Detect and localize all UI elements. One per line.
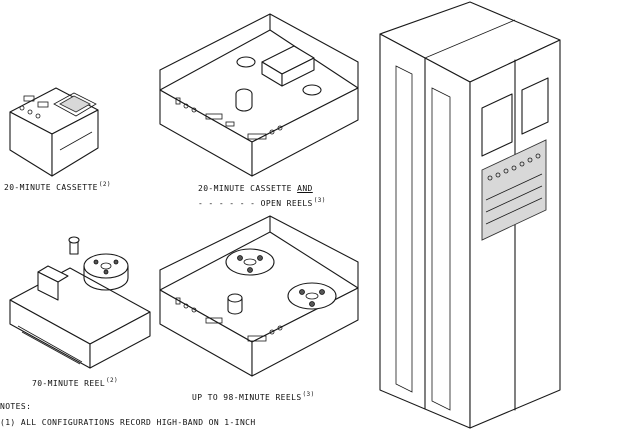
caption-70-minute-reel: 70-MINUTE REEL(2) (32, 376, 118, 389)
cassette-20-minute-unit (9, 87, 99, 177)
footnote-ref: (3) (313, 197, 326, 204)
caption-98-minute-reels: UP TO 98-MINUTE REELS(3) (192, 390, 315, 403)
caption-open-reels-line: - - - - - - OPEN REELS(3) (198, 196, 326, 209)
caption-cassette-and-open-reels: 20-MINUTE CASSETTE AND (198, 184, 313, 194)
caption-text: - - - - - - OPEN REELS (198, 199, 313, 208)
reel-70-minute-unit (9, 236, 151, 369)
caption-text: 20-MINUTE CASSETTE (198, 184, 292, 193)
note-item: (1) ALL CONFIGURATIONS RECORD HIGH-BAND … (0, 418, 256, 427)
caption-text: 20-MINUTE CASSETTE (4, 183, 98, 192)
cabinet-rack-unit (379, 1, 561, 429)
caption-underlined-word: AND (297, 184, 313, 193)
caption-text: 70-MINUTE REEL (32, 379, 106, 388)
caption-text: UP TO 98-MINUTE REELS (192, 393, 302, 402)
reels-98-minute-unit (159, 215, 359, 377)
notes-heading: NOTES: (0, 402, 32, 411)
caption-20-minute-cassette: 20-MINUTE CASSETTE(2) (4, 180, 111, 193)
footnote-ref: (3) (302, 391, 315, 398)
footnote-ref: (2) (106, 377, 119, 384)
footnote-ref: (2) (98, 181, 111, 188)
cassette-open-reels-unit (159, 13, 359, 177)
